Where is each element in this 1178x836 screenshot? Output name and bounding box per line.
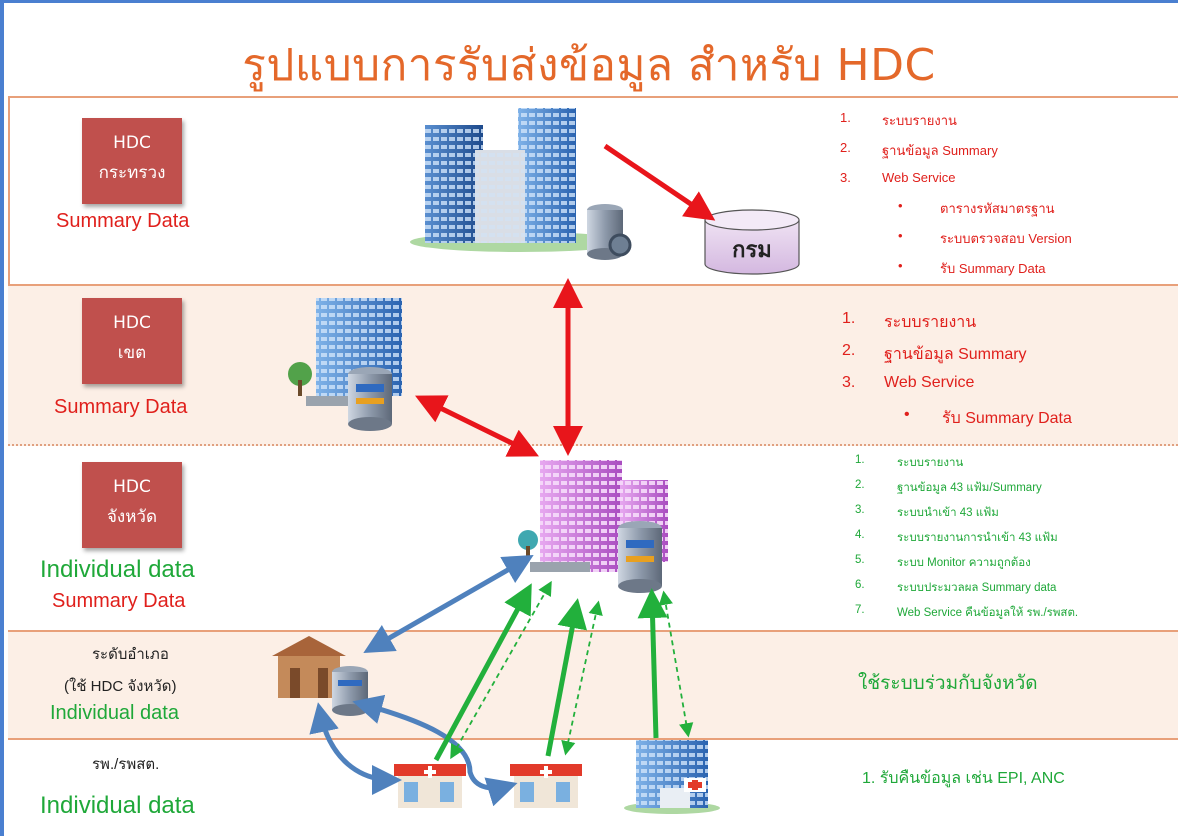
province-feature-list: 1. ระบบรายงาน 2. ฐานข้อมูล 43 แฟ้ม/Summary… — [855, 454, 1078, 629]
band-region — [8, 286, 1178, 446]
arrow-clinic1-province — [433, 583, 532, 762]
province-item-num: 2. — [855, 479, 865, 491]
bullet-icon: • — [904, 406, 910, 423]
province-server-icon — [518, 460, 668, 593]
ministry-bullet: รับ Summary Data — [940, 261, 1046, 276]
hospital-icon — [624, 740, 720, 814]
department-db-label: กรม — [732, 237, 772, 262]
hospital-note: 1. รับคืนข้อมูล เช่น EPI, ANC — [862, 770, 1065, 787]
province-item-text: ระบบนำเข้า 43 แฟ้ม — [897, 507, 999, 519]
box-region-line1: HDC — [113, 313, 151, 333]
ministry-item-num: 1. — [840, 110, 851, 125]
district-office-icon — [272, 636, 368, 716]
frame-left-border — [0, 0, 4, 836]
province-item-num: 6. — [855, 579, 865, 591]
arrow-hospital-province — [637, 588, 668, 739]
district-note: ใช้ระบบร่วมกับจังหวัด — [858, 673, 1038, 694]
ministry-bullet: ระบบตรวจสอบ Version — [940, 231, 1072, 246]
box-region: HDC เขต — [82, 298, 182, 384]
return-arrow-hospital — [658, 590, 694, 738]
region-caption: Summary Data — [54, 396, 188, 418]
region-server-icon — [288, 298, 402, 431]
return-arrow-clinic1 — [450, 580, 552, 760]
ministry-item-text: Web Service — [882, 170, 956, 185]
region-item-num: 1. — [842, 310, 856, 327]
province-item-text: ฐานข้อมูล 43 แฟ้ม/Summary — [897, 482, 1042, 494]
arrow-region-province — [415, 395, 539, 457]
province-caption1: Individual data — [40, 556, 195, 583]
district-label2: (ใช้ HDC จังหวัด) — [64, 678, 177, 695]
province-item-num: 1. — [855, 454, 865, 466]
health-station-icon — [394, 764, 466, 808]
arrow-ministry-to-department — [603, 143, 716, 221]
hospital-label: รพ./รพสต. — [92, 756, 160, 773]
ministry-item-num: 2. — [840, 140, 851, 155]
province-item-text: ระบบรายงาน — [897, 457, 964, 469]
region-bullet: รับ Summary Data — [942, 410, 1072, 427]
hospital-caption: Individual data — [40, 792, 195, 819]
province-item-num: 7. — [855, 604, 865, 616]
province-item-text: ระบบรายงานการนำเข้า 43 แฟ้ม — [897, 532, 1058, 544]
ministry-item-num: 3. — [840, 170, 851, 185]
district-caption: Individual data — [50, 702, 179, 724]
band-ministry — [8, 96, 1178, 286]
ministry-buildings-icon — [410, 108, 632, 260]
box-province: HDC จังหวัด — [82, 462, 182, 548]
ministry-feature-list: 1. ระบบรายงาน 2. ฐานข้อมูล Summary 3. Web S… — [840, 110, 1072, 288]
page-title: รูปแบบการรับส่งข้อมูล สำหรับ HDC — [242, 40, 936, 91]
province-item-text: Web Service คืนข้อมูลให้ รพ./รพสต. — [897, 607, 1079, 619]
bullet-icon: • — [898, 228, 903, 243]
region-item-text: ระบบรายงาน — [884, 314, 977, 331]
frame-top-border — [0, 0, 1178, 3]
region-item-text: Web Service — [884, 374, 975, 391]
box-region-line2: เขต — [117, 343, 147, 363]
province-item-num: 3. — [855, 504, 865, 516]
ministry-bullet: ตารางรหัสมาตรฐาน — [940, 201, 1055, 216]
box-ministry-line1: HDC — [113, 133, 151, 153]
ministry-item-text: ฐานข้อมูล Summary — [882, 143, 998, 158]
ministry-item-text: ระบบรายงาน — [882, 113, 957, 128]
province-item-text: ระบบประมวลผล Summary data — [897, 582, 1057, 594]
province-item-num: 4. — [855, 529, 865, 541]
district-label1: ระดับอำเภอ — [92, 646, 169, 663]
return-arrow-clinic2 — [561, 600, 603, 756]
region-item-text: ฐานข้อมูล Summary — [884, 346, 1027, 363]
province-item-text: ระบบ Monitor ความถูกต้อง — [897, 557, 1031, 569]
arrow-district-clinic2 — [352, 694, 518, 807]
department-database-icon — [704, 209, 800, 275]
arrow-clinic2-province — [545, 598, 588, 757]
ministry-caption: Summary Data — [56, 210, 190, 232]
province-item-num: 5. — [855, 554, 865, 566]
region-item-num: 3. — [842, 374, 856, 391]
arrow-district-province — [363, 555, 534, 653]
box-ministry: HDC กระทรวง — [82, 118, 182, 204]
region-feature-list: 1. ระบบรายงาน 2. ฐานข้อมูล Summary 3. Web S… — [842, 310, 1072, 438]
box-province-line1: HDC — [113, 477, 151, 497]
box-ministry-line2: กระทรวง — [98, 163, 166, 183]
province-caption2: Summary Data — [52, 590, 186, 612]
health-station-icon — [510, 764, 582, 808]
region-item-num: 2. — [842, 342, 856, 359]
box-province-line2: จังหวัด — [106, 507, 158, 527]
bullet-icon: • — [898, 258, 903, 273]
bullet-icon: • — [898, 198, 903, 213]
arrow-district-clinic1 — [309, 702, 402, 795]
